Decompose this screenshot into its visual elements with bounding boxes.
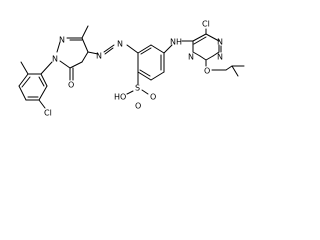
atom-labels: Cl NH N N N O N N N N O S O O HO Cl bbox=[44, 20, 223, 118]
bond bbox=[192, 33, 207, 42]
bond bbox=[225, 65, 233, 71]
atom-label-ho: HO bbox=[114, 93, 126, 102]
bond bbox=[20, 61, 29, 75]
atom-label-n-triazine-2: N bbox=[188, 53, 194, 62]
chemical-structure: Cl NH N N N O N N N N O S O O HO Cl bbox=[18, 20, 245, 118]
bond bbox=[21, 76, 31, 88]
bond bbox=[56, 41, 61, 53]
bond bbox=[137, 44, 152, 54]
bond-lines bbox=[18, 25, 245, 109]
atom-label-o-carbonyl: O bbox=[68, 81, 74, 90]
bond bbox=[193, 36, 207, 45]
bond bbox=[150, 44, 165, 54]
atom-label-n-triazine-3: N bbox=[217, 53, 223, 62]
bond bbox=[69, 61, 83, 69]
bond bbox=[38, 85, 48, 101]
bond bbox=[140, 47, 152, 55]
bond bbox=[139, 69, 151, 77]
bond bbox=[18, 73, 29, 87]
bond bbox=[205, 55, 214, 61]
bond bbox=[38, 76, 45, 87]
atom-label-n-azo-1: N bbox=[117, 40, 123, 49]
atom-label-cl-bottom: Cl bbox=[44, 109, 52, 118]
bond bbox=[126, 44, 139, 54]
bond bbox=[150, 71, 165, 81]
atom-label-o-sulfonyl-2: O bbox=[135, 102, 141, 111]
bond bbox=[126, 90, 134, 95]
bond bbox=[231, 65, 239, 77]
bond bbox=[103, 44, 115, 53]
bond bbox=[192, 51, 201, 57]
atom-label-o-sulfonyl-1: O bbox=[150, 93, 156, 102]
bond bbox=[59, 60, 71, 69]
atom-label-cl-top: Cl bbox=[202, 20, 210, 29]
bond bbox=[81, 51, 89, 63]
bond bbox=[205, 33, 220, 42]
bond bbox=[38, 99, 46, 109]
bond bbox=[40, 73, 48, 87]
bond bbox=[87, 51, 99, 55]
bond bbox=[40, 61, 53, 75]
atom-label-s: S bbox=[135, 84, 140, 93]
bond bbox=[81, 37, 89, 53]
atom-label-n-pyrazole-1: N bbox=[59, 36, 65, 45]
bond bbox=[81, 25, 89, 39]
bond bbox=[137, 71, 152, 81]
atom-label-n-triazine-1: N bbox=[217, 38, 223, 47]
atom-label-n-azo-2: N bbox=[96, 52, 102, 61]
atom-label-nh: NH bbox=[170, 38, 182, 47]
bond bbox=[104, 47, 114, 55]
atom-label-o-isopropoxy: O bbox=[204, 67, 210, 76]
bond bbox=[163, 44, 173, 54]
bond bbox=[18, 85, 27, 101]
bond bbox=[212, 51, 220, 57]
bond bbox=[141, 89, 149, 95]
bond bbox=[199, 55, 207, 61]
atom-label-n-pyrazole-2: N bbox=[52, 55, 58, 64]
